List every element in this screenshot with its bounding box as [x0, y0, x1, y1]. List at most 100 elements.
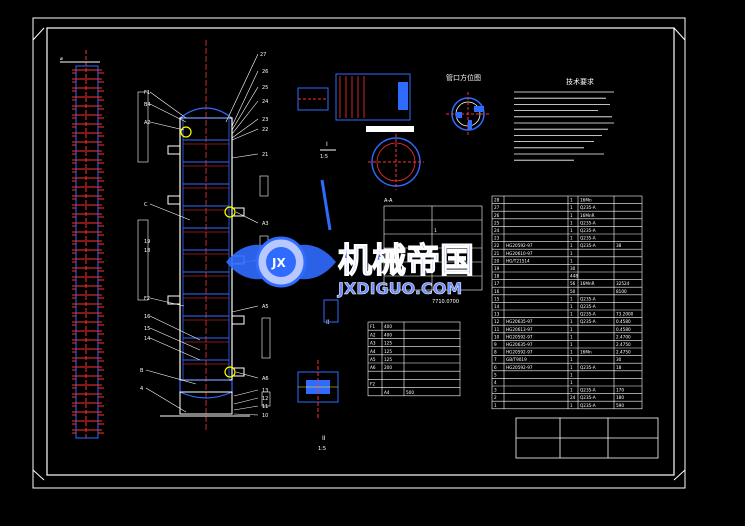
parts-table-cell: 448 [570, 274, 578, 279]
detail-i-label: I [326, 141, 328, 148]
parts-table-cell: 1 [570, 304, 573, 309]
parts-table-cell: HG20610-97 [506, 251, 533, 256]
detail-ii-scale: 1:5 [318, 446, 326, 452]
parts-table-cell: 24 [570, 395, 576, 400]
label-23: 23 [262, 117, 268, 123]
parts-table-cell: 180 [616, 395, 624, 400]
label-4: 4 [140, 386, 143, 392]
parts-table-cell: Q235-A [580, 304, 596, 309]
label-f2: F2 [144, 296, 150, 302]
parts-table-cell: 5 [494, 372, 497, 377]
design-data-table: A-A 1 7710.0700 [383, 198, 483, 305]
parts-table-cell: 1 [570, 296, 573, 301]
label-c: C [144, 202, 148, 208]
nozzle-table-cell: F1 [370, 324, 375, 329]
svg-text:⌀: ⌀ [60, 56, 63, 62]
parts-table-cell: 27 [494, 205, 500, 210]
parts-table-cell: 26 [494, 213, 500, 218]
parts-table-cell: 1 [494, 403, 497, 408]
parts-table-cell: GB/T9019 [506, 357, 527, 362]
parts-table-cell: 1 [570, 380, 573, 385]
parts-table-cell: 16Mn [580, 350, 592, 355]
parts-table-cell: 12 [494, 319, 500, 324]
parts-table-cell: 1 [570, 350, 573, 355]
parts-table-cell: HG20613-97 [506, 327, 533, 332]
parts-table-cell: 7 [494, 357, 497, 362]
parts-table-cell: 14 [494, 304, 500, 309]
label-b4: B4 [144, 102, 151, 108]
label-a6: A6 [262, 376, 269, 382]
parts-table-cell: HG20635-97 [506, 342, 533, 347]
parts-table-cell: 1 [570, 251, 573, 256]
nozzle-table-cell: 500 [406, 390, 414, 395]
main-tower-elevation [137, 40, 271, 430]
parts-table-cell: 1 [570, 258, 573, 263]
parts-table-cell: 50 [570, 289, 576, 294]
detail-ii-label-b: II [322, 435, 326, 442]
nozzle-orientation-title: 管口方位图 [446, 73, 481, 82]
label-21: 21 [262, 152, 268, 158]
parts-table-cell: 20 [494, 258, 500, 263]
parts-table-cell: 1 [570, 228, 573, 233]
nozzle-table-cell: 200 [384, 365, 392, 370]
parts-table-cell: Q235-A [580, 388, 596, 393]
nozzle-table-cell: A4 [370, 349, 376, 354]
parts-table-cell: Q235-A [580, 243, 596, 248]
parts-table-cell: 9 [494, 342, 497, 347]
parts-table-cell: Q235-A [580, 296, 596, 301]
parts-table-cell: 1 [570, 198, 573, 203]
parts-table-cell: 18 [616, 365, 622, 370]
label-18: 18 [144, 248, 150, 254]
notes-title: 技术要求 [566, 77, 594, 86]
label-a3: A3 [262, 221, 269, 227]
parts-table-cell: Q235-A [580, 228, 596, 233]
parts-table-cell: 1 [570, 312, 573, 317]
nozzle-table-cell: A6 [370, 365, 376, 370]
label-15: 15 [144, 326, 150, 332]
parts-table-cell: 1 [570, 388, 573, 393]
parts-table-cell: 73.2000 [616, 312, 634, 317]
parts-table-cell: 1 [570, 342, 573, 347]
parts-table-cell: HG20592-97 [506, 334, 533, 339]
nozzle-table-cell: A4 [384, 390, 390, 395]
parts-table-cell: 1 [570, 365, 573, 370]
parts-table-cell: 1 [570, 319, 573, 324]
parts-table-cell: Q235-A [580, 312, 596, 317]
section-a-a-label: A-A [384, 198, 393, 204]
title-block [515, 417, 659, 459]
label-f1: F1 [144, 90, 150, 96]
parts-table-cell: Q235-A [580, 395, 596, 400]
outer-frame [32, 17, 686, 489]
parts-table-cell: Q235-A [580, 220, 596, 225]
nozzle-table-cell: 125 [384, 357, 392, 362]
parts-table-cell: HG20592-97 [506, 243, 533, 248]
label-24: 24 [262, 99, 268, 105]
design-table-cell: 1 [434, 228, 437, 234]
label-19: 19 [144, 239, 150, 245]
parts-table-cell: 6 [494, 365, 497, 370]
parts-table-cell: 16MnR [580, 213, 595, 218]
watermark-brand-cn: 机械帝国 [338, 241, 474, 281]
parts-table-cell: Q235-A [580, 236, 596, 241]
label-16: 16 [144, 314, 150, 320]
label-26: 26 [262, 69, 268, 75]
parts-table-cell: 22 [494, 243, 500, 248]
detail-ii-view: II II 1:5 [297, 179, 339, 452]
detail-i-view: I 1:5 [297, 73, 414, 160]
watermark-badge: JX [271, 256, 286, 270]
parts-table-cell: 1 [570, 220, 573, 225]
parts-table-cell: 13 [494, 312, 500, 317]
parts-table-cell: 0.4580 [616, 327, 631, 332]
label-b: B [140, 368, 144, 374]
label-22: 22 [262, 127, 268, 133]
parts-table-cell: 21 [494, 251, 500, 256]
corner-marks [32, 27, 686, 481]
parts-table-cell: 1 [570, 334, 573, 339]
label-13: 13 [262, 388, 268, 394]
parts-table-cell: 1 [570, 372, 573, 377]
parts-table-cell: 30 [570, 266, 576, 271]
parts-table-cell: 1 [570, 236, 573, 241]
parts-table-cell: 16Mn [580, 198, 592, 203]
